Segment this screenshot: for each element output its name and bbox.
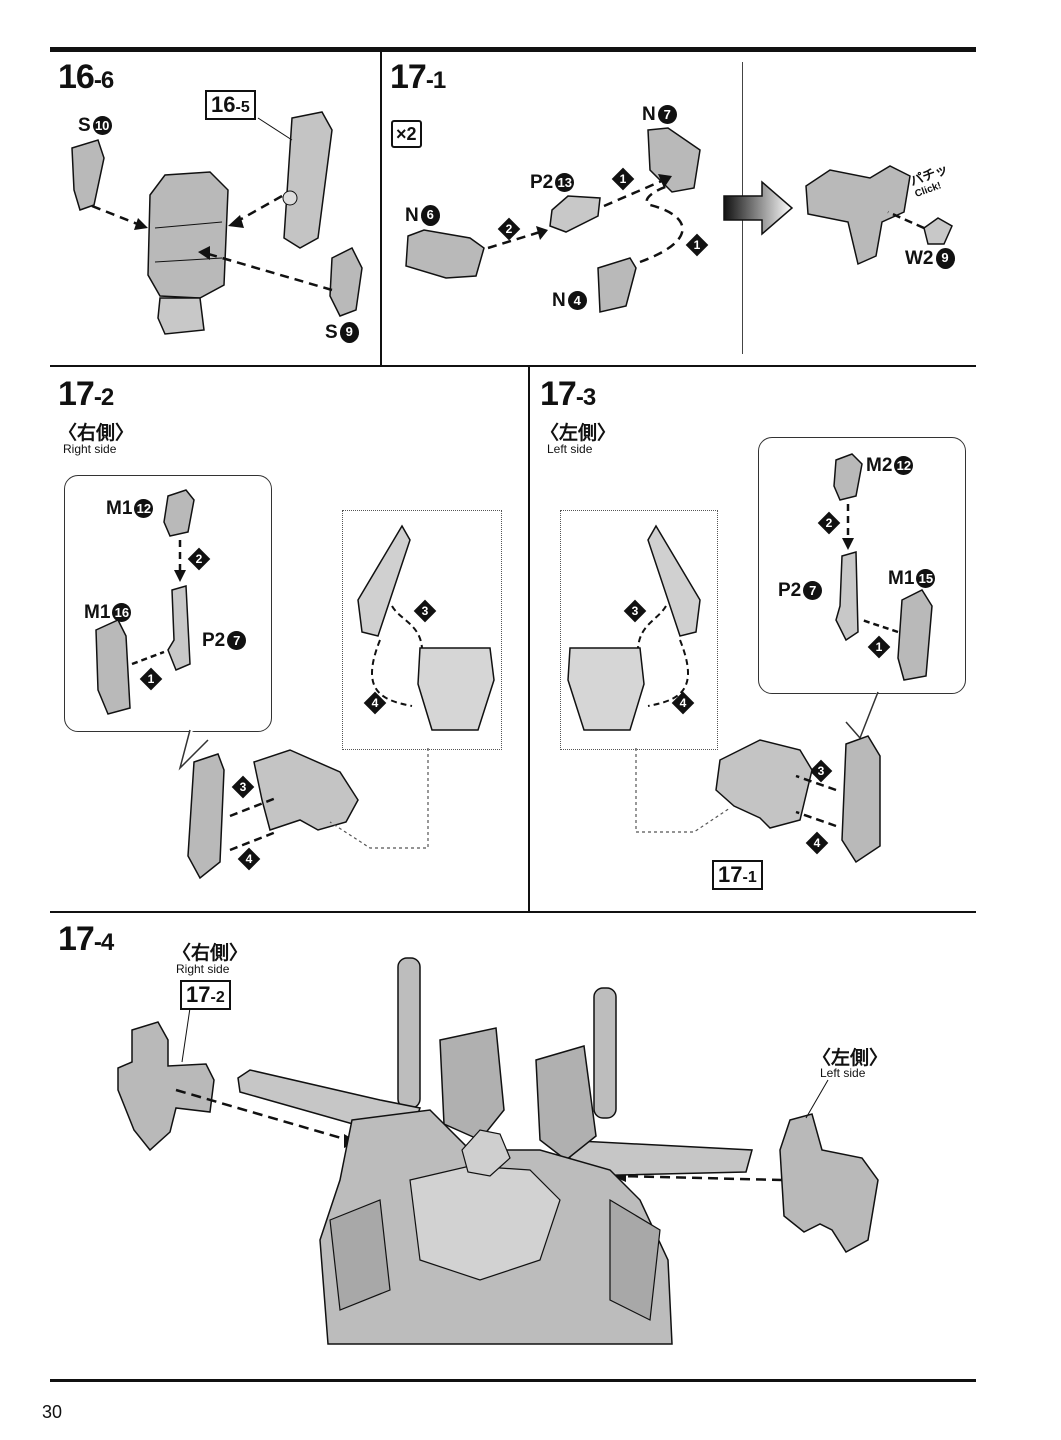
marker-1: 1 <box>867 635 891 659</box>
block-shape <box>567 647 645 731</box>
divider-v2 <box>528 367 530 913</box>
part-m1-15-shape <box>897 589 933 681</box>
marker-4b: 4 <box>363 691 387 715</box>
side-label-en: Right side <box>63 442 117 456</box>
part-p2-7-shape <box>835 551 859 642</box>
marker-1: 1 <box>611 167 635 191</box>
arm-body-shape <box>147 171 229 299</box>
marker-3b: 3 <box>623 599 647 623</box>
part-m1-16-shape <box>95 619 131 715</box>
left-side-jp: 〈左側〉 <box>812 1048 889 1069</box>
part-s10-shape <box>71 139 105 211</box>
right-side-assembly <box>117 1021 215 1152</box>
shoulder-assembly-shape <box>715 739 813 829</box>
marker-4b: 4 <box>671 691 695 715</box>
marker-1b: 1 <box>685 233 709 257</box>
cannon-right <box>593 987 617 1119</box>
marker-4: 4 <box>805 831 829 855</box>
head <box>461 1129 511 1177</box>
left-side-assembly <box>779 1113 879 1253</box>
part-n6-shape <box>405 229 485 279</box>
page-number: 30 <box>42 1402 63 1422</box>
cannon-left <box>397 957 421 1109</box>
part-w2-9-shape <box>923 217 953 245</box>
part-n4-shape <box>597 257 637 313</box>
detail-callout-left <box>758 437 966 694</box>
divider-h2 <box>50 911 976 913</box>
top-rule <box>50 47 976 52</box>
result-arrow <box>723 180 794 236</box>
result-assembly-shape <box>805 165 911 266</box>
arm-part-shape <box>841 735 881 864</box>
multiplier-badge: ×2 <box>391 120 422 148</box>
divider-v1 <box>380 52 382 366</box>
divider-h1 <box>50 365 976 367</box>
step-17-2-title: 17-2 <box>58 375 114 413</box>
marker-4: 4 <box>237 847 261 871</box>
part-p2-7-shape <box>167 585 191 671</box>
part-s9-shape <box>329 246 363 317</box>
part-m1-12-shape <box>163 489 195 537</box>
step-16-6-title: 16-6 <box>58 58 114 96</box>
side-label-jp: 〈右側〉 <box>58 423 135 444</box>
side-label-en: Left side <box>547 442 593 456</box>
right-side-jp: 〈右側〉 <box>172 943 249 964</box>
fin-shape <box>647 524 701 637</box>
bottom-rule <box>50 1379 976 1382</box>
marker-2: 2 <box>497 217 521 241</box>
shoulder-assembly-shape <box>253 749 359 831</box>
part-p2-13-shape <box>549 195 601 233</box>
ref-17-2: 17-2 <box>180 980 231 1010</box>
fin-shape <box>357 524 411 637</box>
ref-17-1: 17-1 <box>712 860 763 890</box>
part-m2-12-shape <box>833 453 863 501</box>
marker-3: 3 <box>231 775 255 799</box>
left-side-en: Left side <box>820 1066 866 1080</box>
detail-box-left <box>560 510 718 750</box>
part-16-5-shape <box>283 111 333 249</box>
side-label-jp: 〈左側〉 <box>540 423 617 444</box>
detail-box-right <box>342 510 502 750</box>
step-17-3-title: 17-3 <box>540 375 596 413</box>
hand-shape <box>157 297 205 335</box>
marker-3b: 3 <box>413 599 437 623</box>
marker-2: 2 <box>187 547 211 571</box>
ref-16-5: 16-5 <box>205 90 256 120</box>
marker-1: 1 <box>139 667 163 691</box>
right-side-en: Right side <box>176 962 230 976</box>
block-shape <box>417 647 495 731</box>
arm-part-shape <box>187 753 225 880</box>
marker-2: 2 <box>817 511 841 535</box>
step-17-4-title: 17-4 <box>58 920 114 958</box>
marker-3: 3 <box>809 759 833 783</box>
step-17-1-title: 17-1 <box>390 58 446 96</box>
backpack-fin-right <box>535 1045 597 1161</box>
backpack-fin-left <box>439 1027 505 1141</box>
